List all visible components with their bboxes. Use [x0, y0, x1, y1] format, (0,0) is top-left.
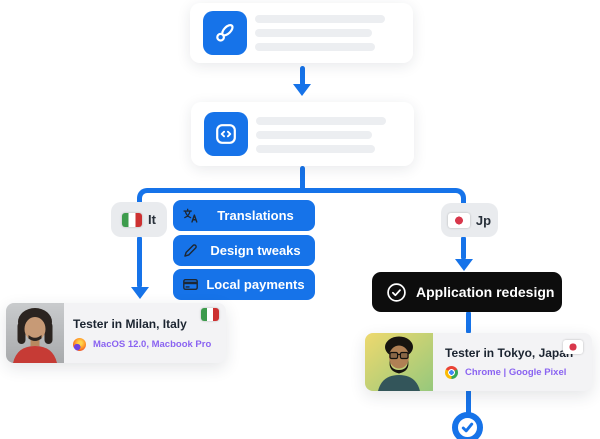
step-card-2 [191, 102, 414, 166]
credit-card-icon [183, 278, 198, 291]
env-text: MacOS 12.0, Macbook Pro [93, 339, 212, 350]
connector-left-branch [137, 236, 142, 288]
skeleton-line [256, 117, 386, 125]
japan-flag-icon [447, 212, 470, 228]
connector-card-check [465, 389, 471, 415]
skeleton-line [256, 131, 372, 139]
tester-title: Tester in Tokyo, Japan [445, 346, 574, 360]
connector-step2-branch [300, 166, 305, 192]
task-label: Application redesign [416, 284, 555, 300]
locale-badge-label: It [148, 212, 156, 227]
arrow-down-icon [293, 84, 311, 96]
tester-env: MacOS 12.0, Macbook Pro [73, 338, 211, 351]
firefox-icon [73, 338, 86, 351]
tag-label: Design tweaks [210, 243, 301, 258]
skeleton-line [256, 145, 375, 153]
pen-icon [184, 244, 197, 257]
chrome-icon [445, 366, 458, 379]
tag-label: Local payments [206, 277, 305, 292]
locale-badge-japan: Jp [441, 203, 498, 237]
tag-translations: Translations [173, 200, 315, 231]
skeleton-line [255, 43, 375, 51]
success-check-icon [452, 412, 483, 439]
connector-task-card [465, 311, 471, 334]
branch-connector [137, 188, 466, 212]
tester-card-tokyo: Tester in Tokyo, Japan Chrome | Google P… [365, 333, 592, 391]
check-circle-icon [387, 282, 406, 302]
connector-step1-step2 [299, 66, 305, 86]
tag-label: Translations [217, 208, 294, 223]
italy-flag-icon [201, 308, 219, 321]
tester-card-body: Tester in Tokyo, Japan Chrome | Google P… [433, 333, 592, 391]
arrow-down-icon [454, 259, 473, 271]
locale-badge-italy: It [111, 202, 167, 237]
link-icon [203, 11, 247, 55]
skeleton-line [255, 29, 372, 37]
translate-icon [183, 208, 198, 223]
tester-card-body: Tester in Milan, Italy MacOS 12.0, Macbo… [64, 303, 226, 363]
tester-env: Chrome | Google Pixel [445, 366, 566, 379]
italy-flag-icon [122, 212, 143, 227]
env-text: Chrome | Google Pixel [465, 367, 567, 378]
tag-local-payments: Local payments [173, 269, 315, 300]
locale-badge-label: Jp [475, 212, 492, 228]
japan-flag-icon [563, 340, 583, 354]
code-icon [204, 112, 248, 156]
task-application-redesign: Application redesign [372, 272, 562, 312]
arrow-down-icon [130, 287, 149, 299]
skeleton-line [255, 15, 385, 23]
connector-right-branch [461, 236, 466, 260]
tester-photo [6, 303, 64, 363]
tester-card-milan: Tester in Milan, Italy MacOS 12.0, Macbo… [6, 303, 226, 363]
tag-design-tweaks: Design tweaks [173, 235, 315, 266]
tester-photo [365, 333, 433, 391]
tester-title: Tester in Milan, Italy [73, 317, 187, 331]
step-card-1 [190, 3, 413, 63]
